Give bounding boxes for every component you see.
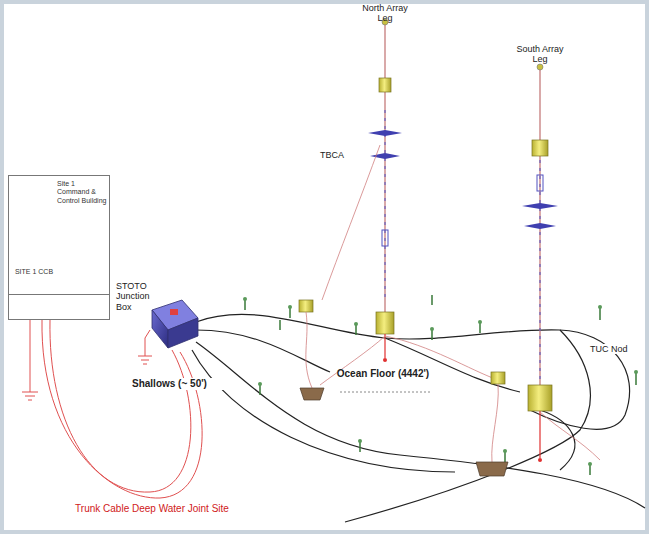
leg-label: North Array Leg: [355, 3, 415, 24]
node-text: Site 1 Command & Control Building: [57, 180, 109, 205]
node-label: TUC Nod: [590, 344, 644, 354]
junction-box: STOTO Junction Box: [112, 281, 202, 351]
depth-label: Ocean Floor (4442'): [328, 368, 438, 380]
depth-label: Shallows (~ 50'): [132, 378, 224, 390]
node-text: SITE 1 CCB: [13, 268, 55, 275]
component-label: TBCA: [320, 150, 356, 160]
building-box: Site 1 Command & Control BuildingSITE 1 …: [8, 175, 110, 320]
site-label: Trunk Cable Deep Water Joint Site: [62, 503, 242, 515]
node-text: STOTO Junction Box: [116, 281, 156, 312]
leg-label: South Array Leg: [510, 44, 570, 65]
building-divider: [9, 294, 109, 295]
